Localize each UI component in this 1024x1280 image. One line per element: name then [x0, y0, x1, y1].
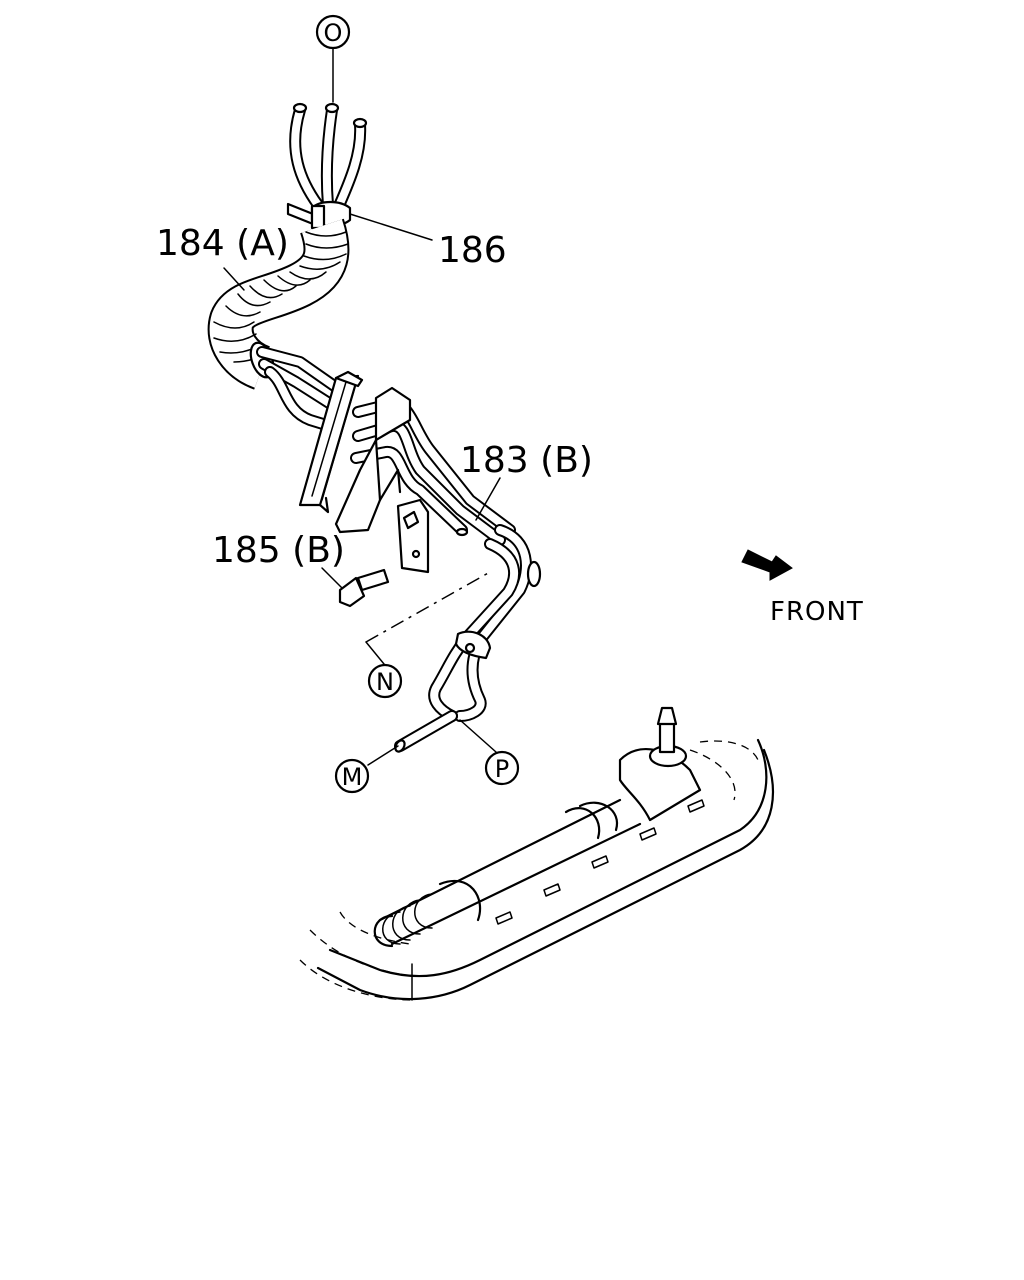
ref-o-text: O: [324, 19, 343, 47]
ref-circle-p: P: [484, 750, 520, 786]
label-185b: 185 (B): [212, 530, 345, 571]
leader-p: [459, 719, 497, 753]
label-front: FRONT: [770, 597, 864, 627]
fuel-tank: [299, 706, 774, 1001]
leader-n-dash: [365, 571, 491, 643]
ref-circle-m: M: [334, 758, 370, 794]
leader-n: [365, 641, 385, 665]
leader-183b: [475, 477, 501, 521]
leader-m: [367, 745, 399, 766]
support-bracket: [334, 386, 430, 574]
ref-n-text: N: [376, 668, 394, 696]
bolt-185b: [321, 567, 390, 608]
line-clip-left: [298, 370, 364, 514]
label-184a: 184 (A): [156, 223, 289, 264]
upper-hoses: [289, 102, 368, 214]
ref-circle-o: O: [315, 14, 351, 103]
steel-lines-upper: [256, 346, 346, 434]
label-183b: 183 (B): [460, 440, 593, 481]
protector-184a: [207, 218, 350, 390]
label-186: 186: [438, 230, 507, 271]
front-arrow-icon: [741, 549, 793, 581]
ref-p-text: P: [495, 755, 509, 783]
steel-lines-lower: [394, 524, 542, 753]
ref-m-text: M: [342, 763, 363, 791]
ref-circle-n: N: [367, 663, 403, 699]
